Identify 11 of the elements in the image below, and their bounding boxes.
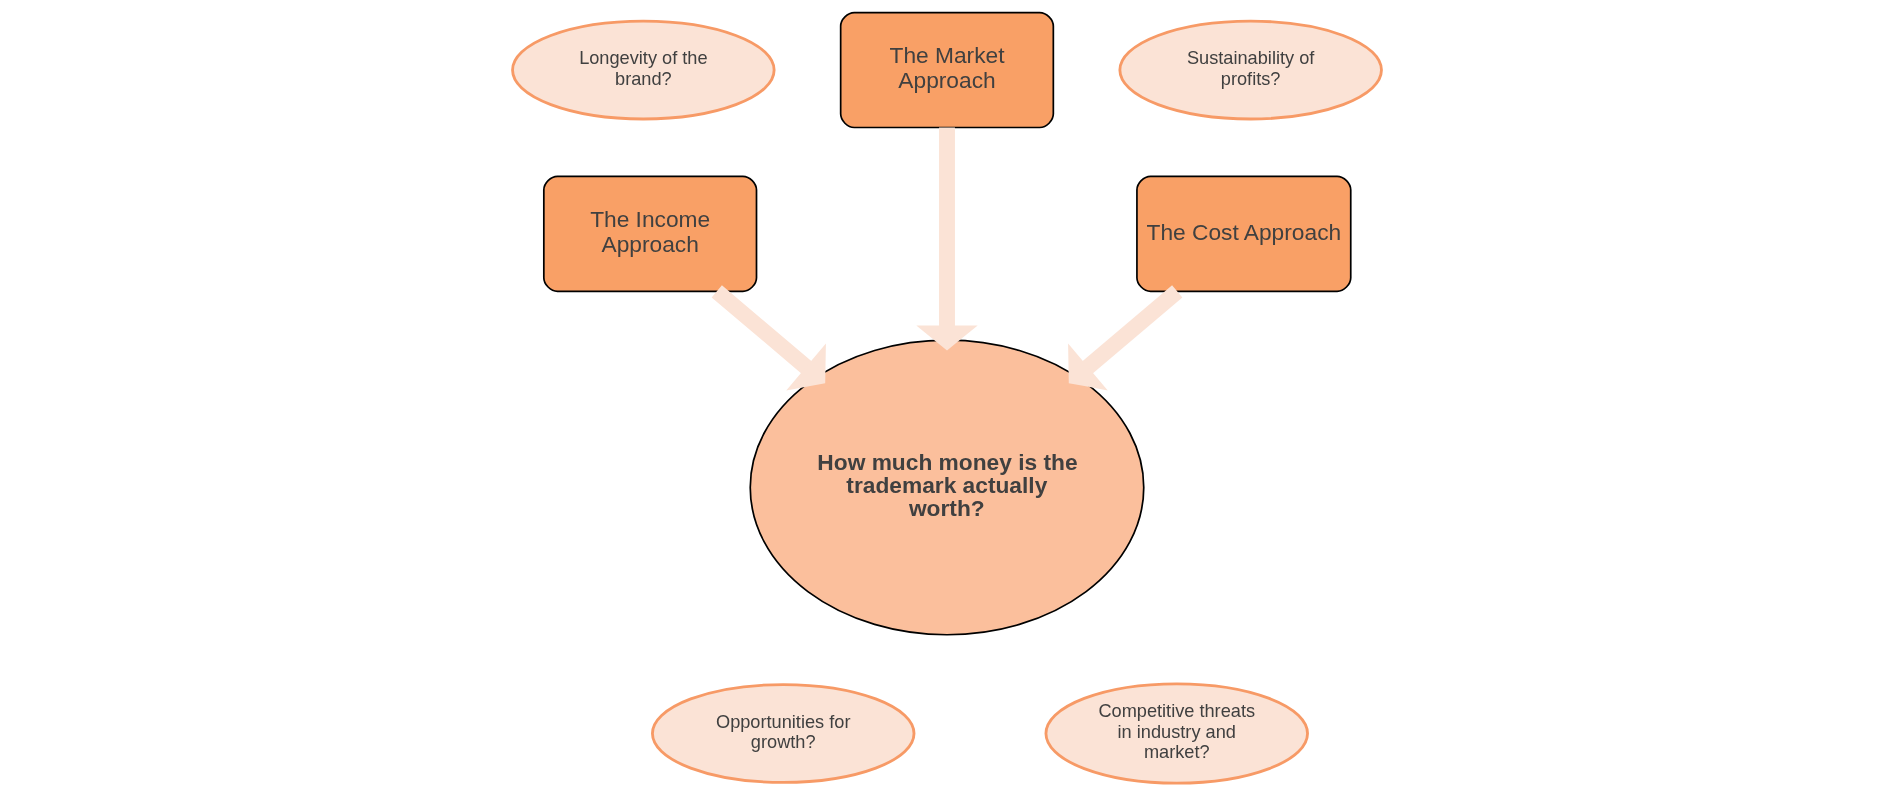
node-ellipse: Longevity of the brand?	[510, 19, 776, 121]
node-ellipse: Opportunities for growth?	[650, 683, 915, 784]
arrow	[711, 285, 826, 391]
node-box: The Income Approach	[542, 175, 757, 293]
arrow	[1067, 285, 1182, 391]
arrow	[915, 127, 978, 351]
node-box: The Market Approach	[839, 11, 1054, 129]
node-box: The Cost Approach	[1135, 175, 1352, 293]
node-ellipse: How much money is the trademark actually worth?	[748, 339, 1145, 636]
node-ellipse: Competitive threats in industry and market?	[1044, 682, 1309, 785]
node-ellipse: Sustainability of profits?	[1117, 19, 1383, 121]
